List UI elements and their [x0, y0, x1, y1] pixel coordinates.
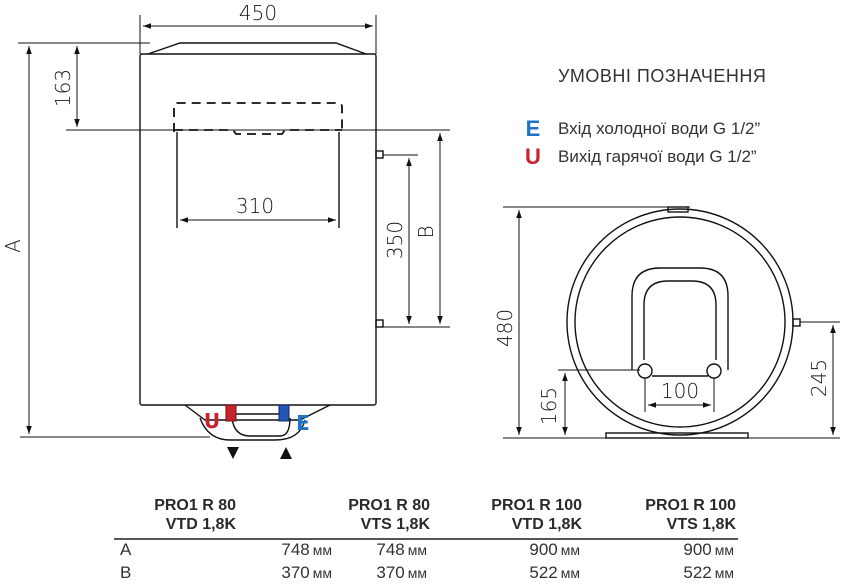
cold-inlet-pipe	[278, 404, 290, 422]
side-pipe-height-dimension: 245	[807, 359, 831, 397]
width-dimension: 450	[239, 1, 277, 25]
top-offset-dimension: 163	[51, 69, 75, 107]
height-dimension: A	[1, 239, 25, 253]
outlet-marker: U	[204, 409, 220, 433]
legend-item-label: Вхід холодної води G 1/2”	[558, 119, 761, 138]
pipe-spacing-dimension: 350	[383, 221, 407, 259]
inlet-arrow-icon	[280, 447, 292, 459]
pipe-height-dimension: 165	[537, 387, 561, 425]
front-dimensions	[18, 15, 450, 438]
bracket-width-dimension: 310	[236, 194, 274, 218]
bracket-distance-dimension: B	[414, 225, 438, 238]
hot-outlet-pipe	[225, 404, 237, 422]
side-dimensions	[503, 206, 840, 439]
legend-item-cold-inlet: E Вхід холодної води G 1/2”	[522, 116, 761, 142]
table-divider	[114, 538, 738, 540]
legend-item-hot-outlet: U Вихід гарячої води G 1/2”	[522, 144, 757, 170]
cold-inlet-icon: E	[525, 116, 541, 141]
row-label: B	[120, 563, 132, 582]
pipe-distance-dimension: 100	[661, 379, 699, 403]
depth-dimension: 480	[493, 309, 517, 347]
side-view	[566, 206, 801, 439]
inlet-marker: E	[296, 411, 310, 435]
hot-outlet-icon: U	[525, 144, 541, 169]
row-label: A	[120, 540, 132, 559]
legend-item-label: Вихід гарячої води G 1/2”	[558, 147, 757, 166]
front-view	[139, 42, 384, 441]
legend-title: УМОВНІ ПОЗНАЧЕННЯ	[558, 66, 767, 86]
outlet-arrow-icon	[227, 447, 239, 459]
